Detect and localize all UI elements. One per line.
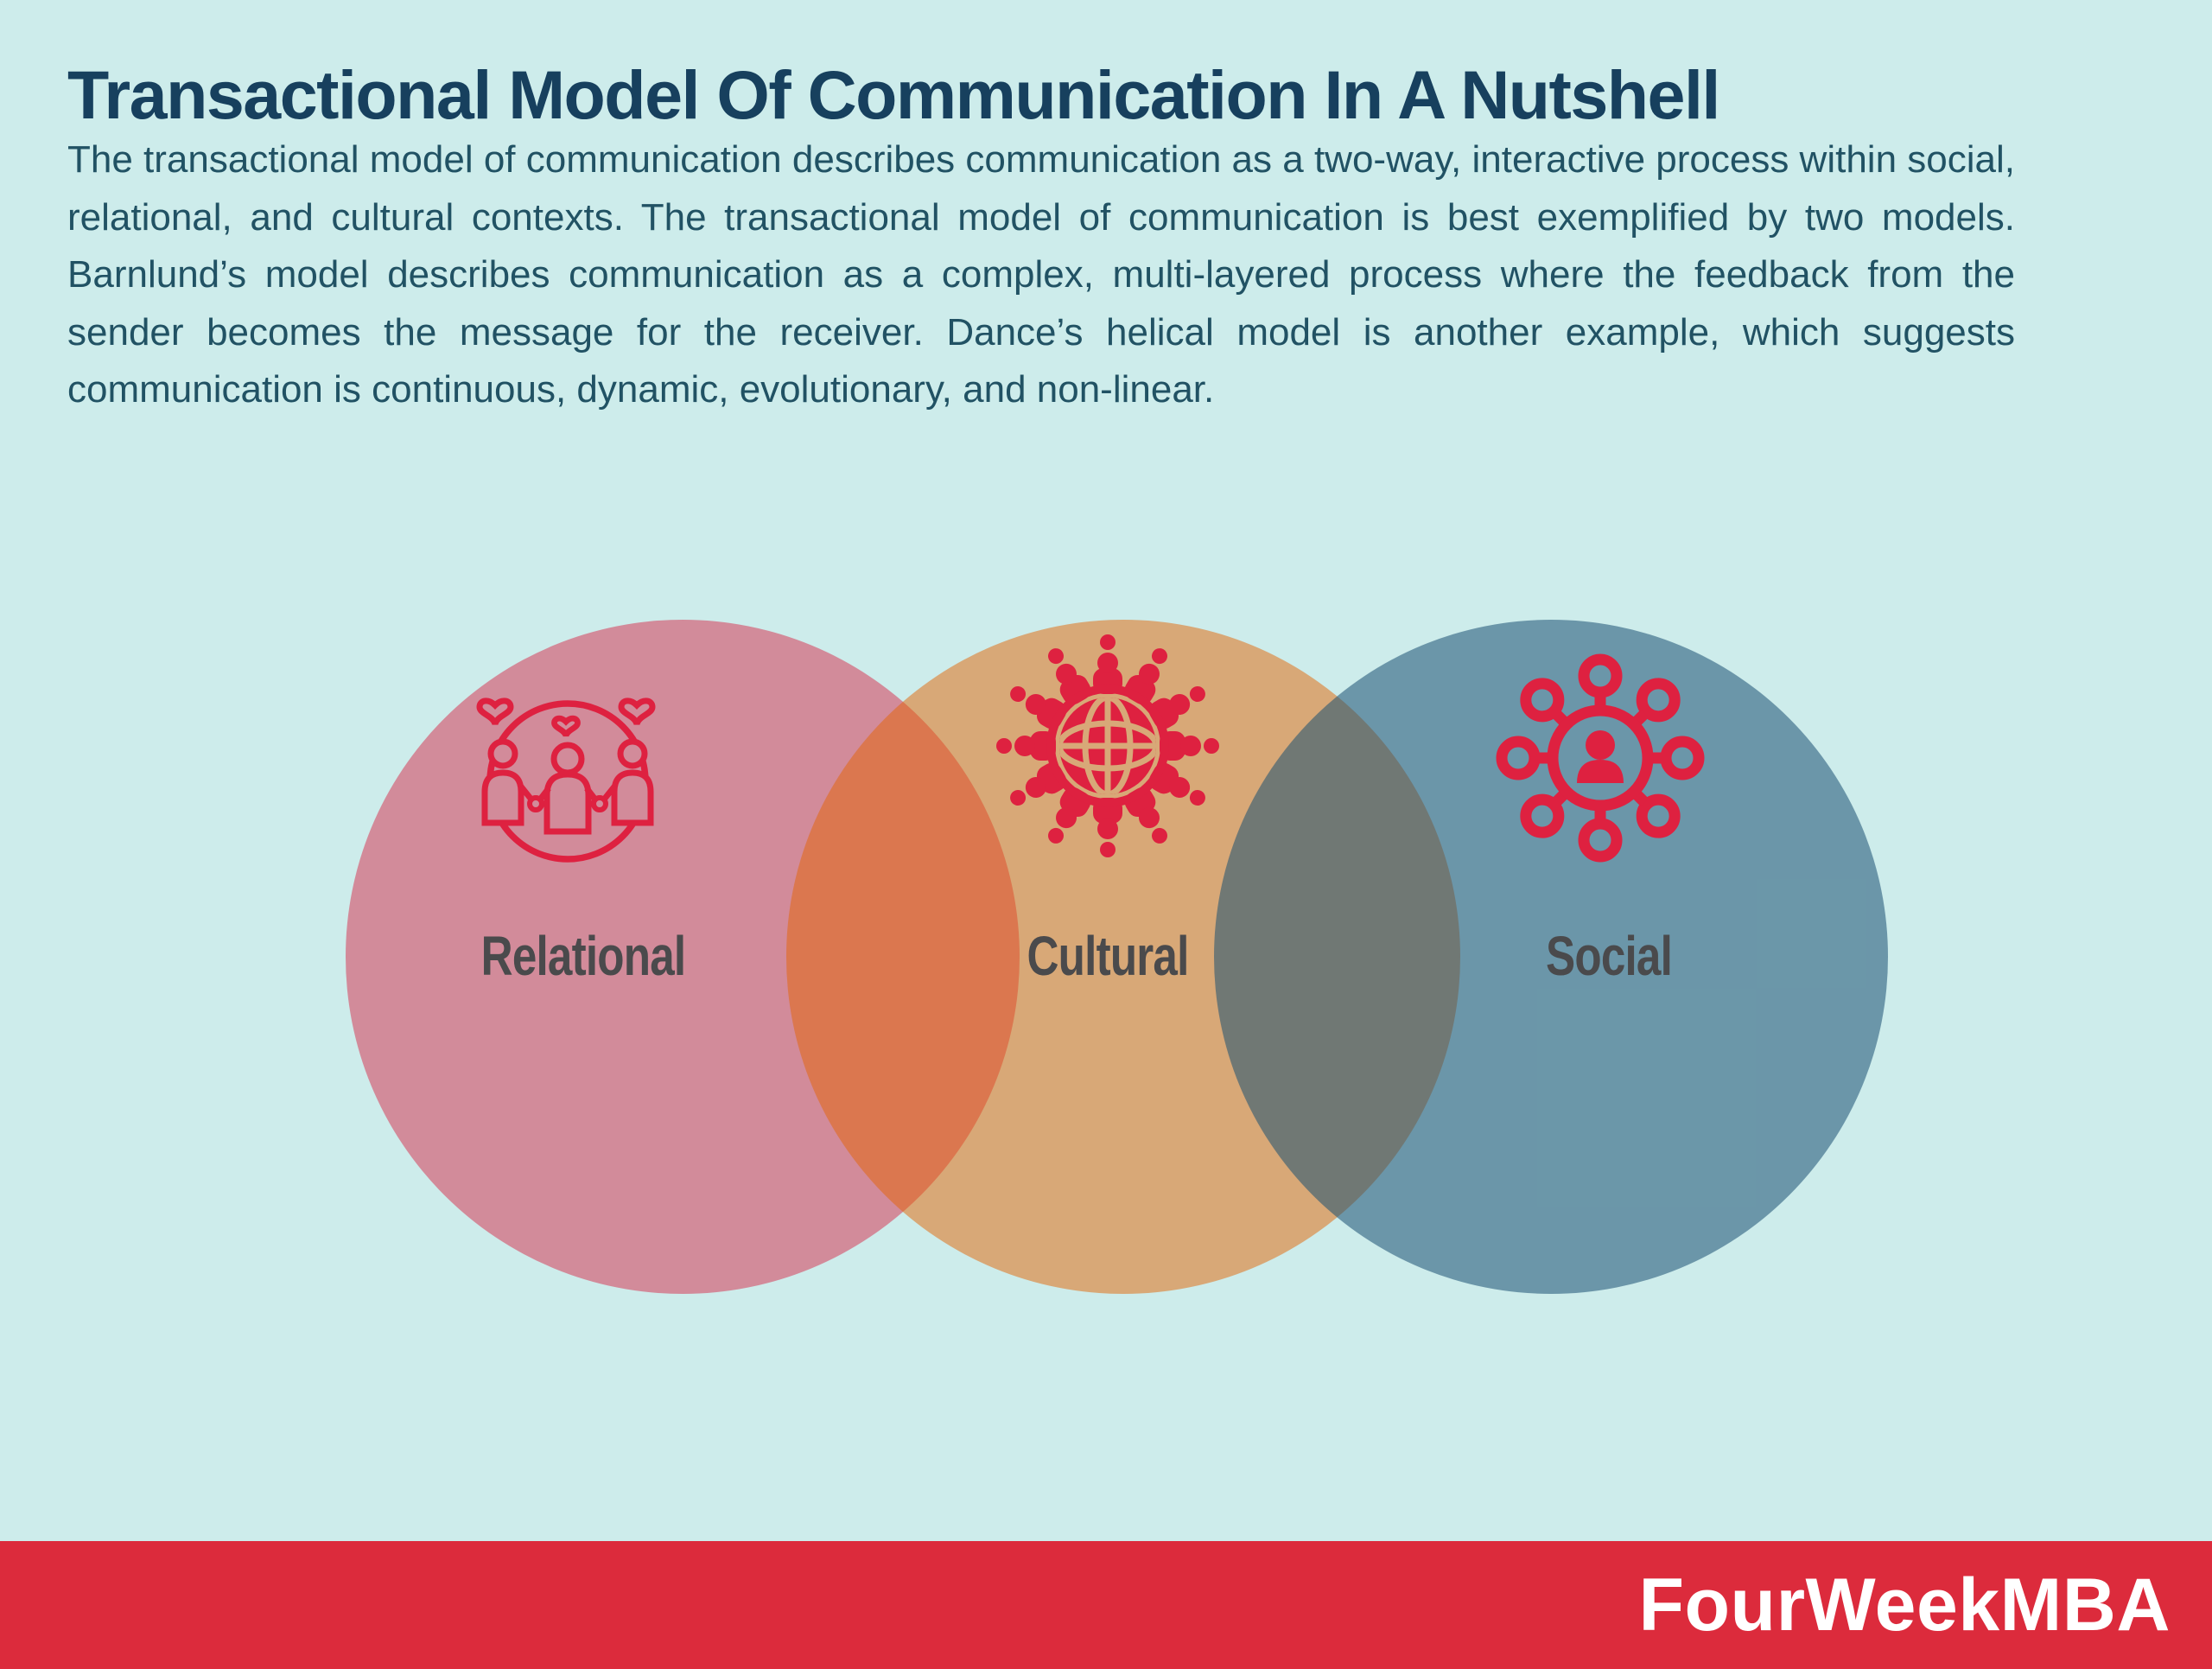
venn-circle-social: [1214, 620, 1888, 1294]
people-holding-hands-hearts-icon: [476, 698, 656, 863]
circle-label-social: Social: [1545, 925, 1673, 987]
page-title: Transactional Model Of Communication In …: [67, 56, 1720, 133]
brand-logo: FourWeekMBA: [1638, 1563, 2171, 1647]
circle-label-relational: Relational: [480, 925, 686, 987]
person-network-hub-icon: [1496, 653, 1705, 863]
page-description: The transactional model of communication…: [67, 138, 2015, 411]
footer-bar: FourWeekMBA: [0, 1541, 2212, 1669]
globe-surrounded-by-people-icon: [996, 634, 1219, 857]
heart-icon: [476, 698, 514, 726]
circle-label-cultural: Cultural: [1027, 925, 1189, 987]
heart-icon: [551, 715, 581, 737]
heart-icon: [618, 698, 656, 726]
